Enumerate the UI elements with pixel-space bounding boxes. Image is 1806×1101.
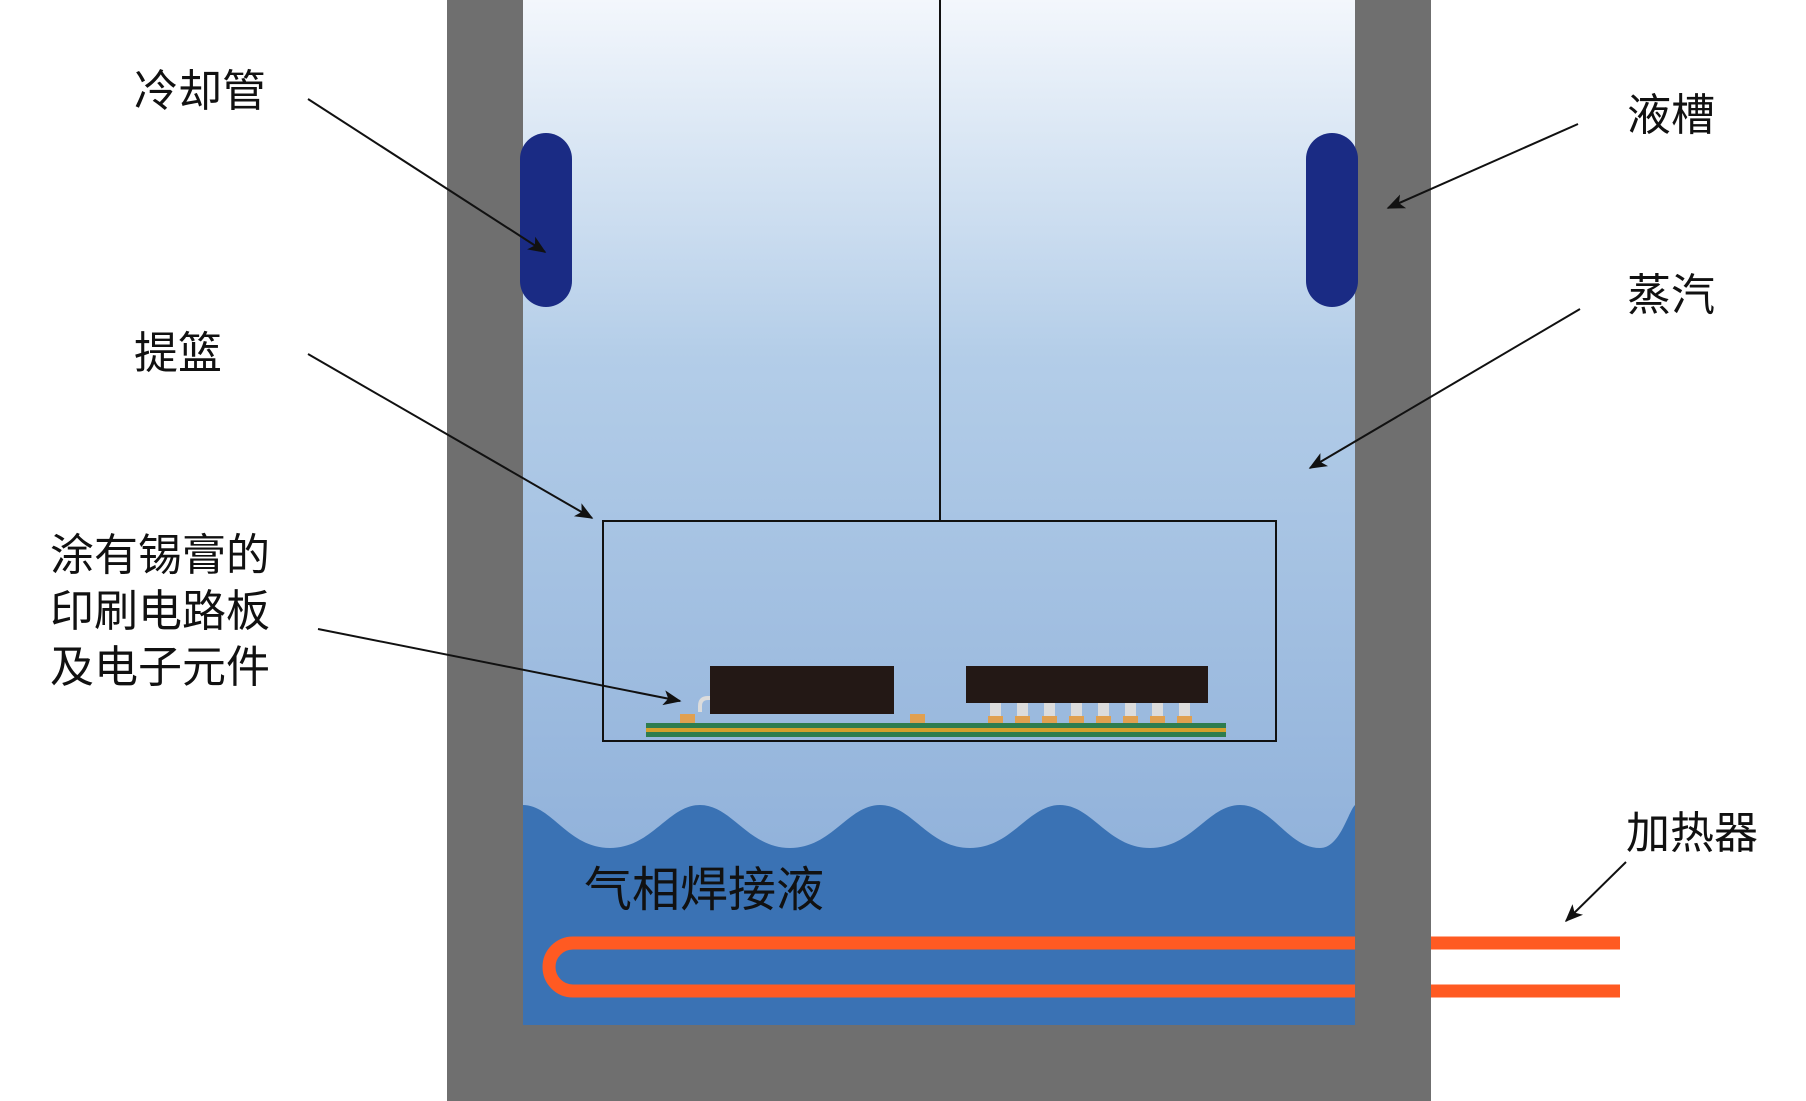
tank-wall-left <box>447 0 523 1101</box>
basket-leader <box>307 353 594 519</box>
component-pin <box>1152 703 1163 716</box>
component-pin <box>990 703 1001 716</box>
component-pin <box>1071 703 1082 716</box>
pcb-label-line-1: 涂有锡膏的 <box>50 530 270 581</box>
solder-pad <box>1015 716 1030 723</box>
solder-pad <box>1177 716 1192 723</box>
cooling-pipe-label: 冷却管 <box>134 66 266 117</box>
tank-label: 液槽 <box>1627 90 1715 141</box>
vapor-label: 蒸汽 <box>1627 270 1715 321</box>
soldering-liquid <box>523 805 1355 1025</box>
solder-pad <box>1042 716 1057 723</box>
component-left <box>680 666 925 723</box>
pcb-board <box>646 723 1226 737</box>
cooling-pipe-right <box>1306 133 1358 307</box>
vapor-leader <box>1308 308 1581 469</box>
heater-label: 加热器 <box>1626 808 1758 859</box>
pcb-label-line-2: 印刷电路板 <box>50 586 270 637</box>
solder-pad <box>1123 716 1138 723</box>
cooling-pipe-left <box>520 133 572 307</box>
component-pin <box>1044 703 1055 716</box>
basket <box>602 520 1277 742</box>
basket-label: 提篮 <box>134 328 222 379</box>
tank-bottom <box>447 1025 1431 1101</box>
component-pin <box>1098 703 1109 716</box>
pcb-label-line-3: 及电子元件 <box>50 642 270 693</box>
liquid-label: 气相焊接液 <box>584 862 825 918</box>
component-pin <box>1017 703 1028 716</box>
pcb-leader <box>317 628 682 706</box>
tank-wall-right <box>1355 0 1431 1101</box>
solder-pad <box>1150 716 1165 723</box>
cooling-pipe-leader <box>307 98 547 253</box>
solder-pad <box>988 716 1003 723</box>
solder-pad <box>1096 716 1111 723</box>
component-right <box>966 666 1208 723</box>
tank-leader <box>1386 123 1579 209</box>
pcb-label: 涂有锡膏的 印刷电路板 及电子元件 <box>50 528 270 696</box>
heater-coil <box>542 936 1620 998</box>
solder-pad <box>1069 716 1084 723</box>
component-pin <box>1125 703 1136 716</box>
heater-leader <box>1564 861 1627 923</box>
component-pin <box>1179 703 1190 716</box>
